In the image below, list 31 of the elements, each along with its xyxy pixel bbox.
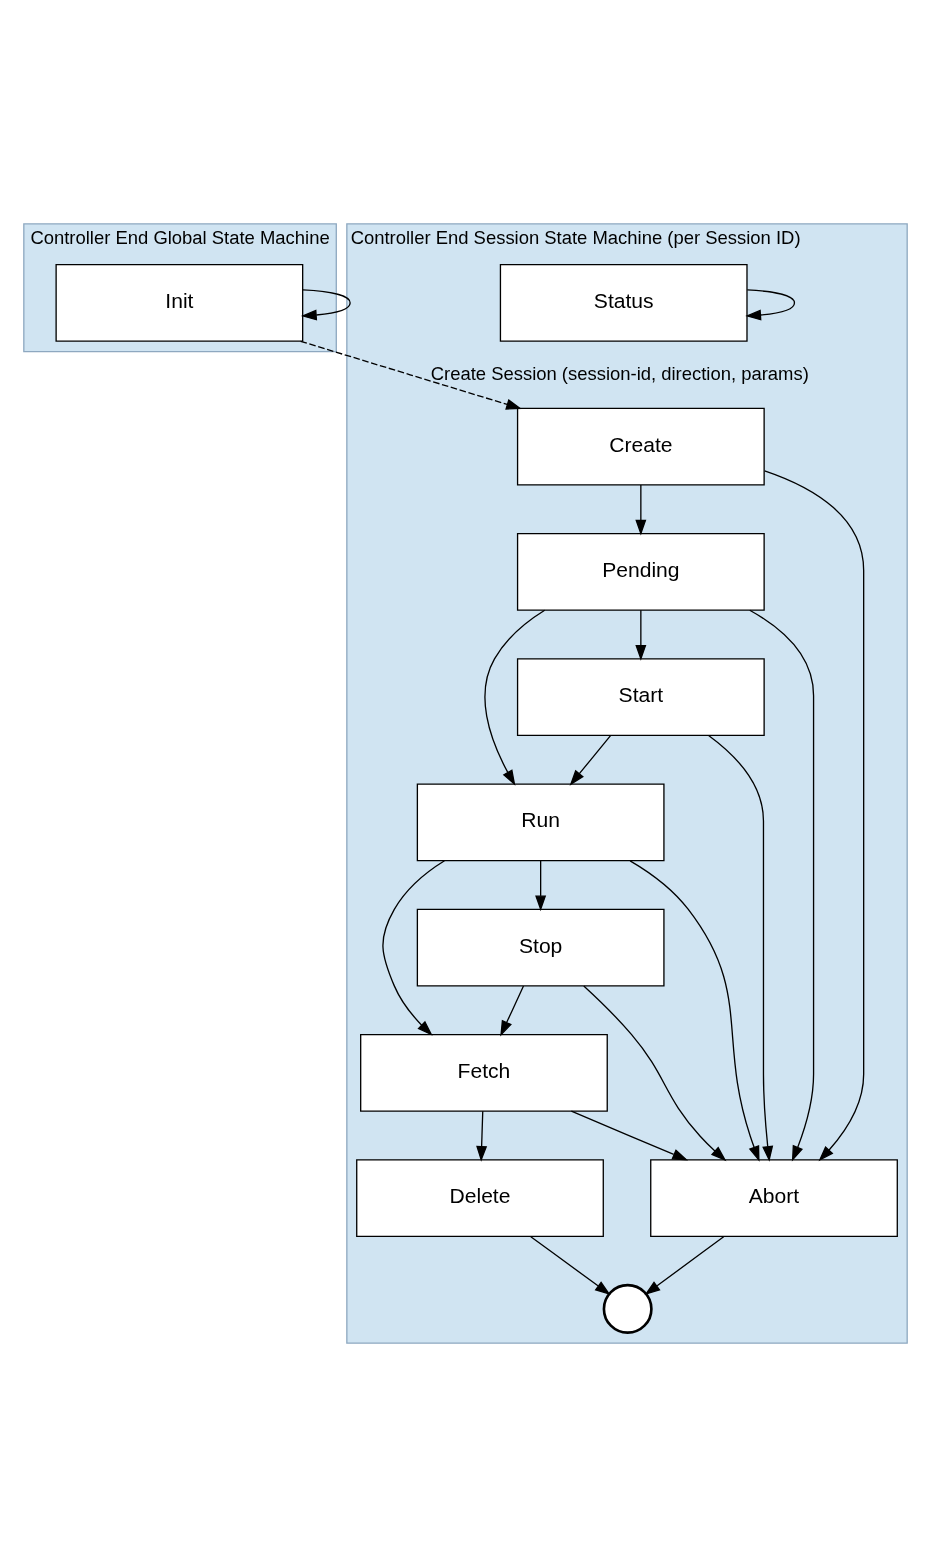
- arrow: [299, 340, 522, 410]
- node-box: Start: [516, 657, 765, 736]
- node-box: Run: [416, 783, 665, 861]
- arrow: [476, 1110, 488, 1162]
- node-box: Abort: [650, 1158, 898, 1237]
- arrow: [484, 609, 546, 786]
- arrow: [764, 469, 865, 1161]
- node-box: Delete: [356, 1158, 604, 1237]
- node-box: Status: [499, 263, 748, 342]
- edge-label: Create Session (session-id, direction, params): [430, 362, 809, 384]
- arrow: [500, 984, 525, 1036]
- arrow: [300, 288, 351, 320]
- arrow: [570, 1110, 689, 1160]
- arrow: [530, 1235, 611, 1295]
- arrow: [629, 859, 760, 1162]
- arrow: [635, 609, 647, 661]
- node-box: Init: [55, 263, 304, 342]
- node-box: Fetch: [360, 1033, 608, 1112]
- arrow: [749, 609, 815, 1162]
- arrow: [644, 1235, 725, 1295]
- arrow: [535, 859, 547, 911]
- node-circle: [602, 1283, 653, 1334]
- arrow: [569, 734, 612, 786]
- arrow: [382, 859, 446, 1036]
- arrow: [583, 984, 727, 1161]
- node-box: Stop: [416, 908, 665, 987]
- arrow: [745, 288, 796, 320]
- arrow: [635, 483, 647, 536]
- node-box: Create: [516, 407, 765, 486]
- node-box: Pending: [516, 532, 765, 611]
- arrow: [707, 734, 774, 1162]
